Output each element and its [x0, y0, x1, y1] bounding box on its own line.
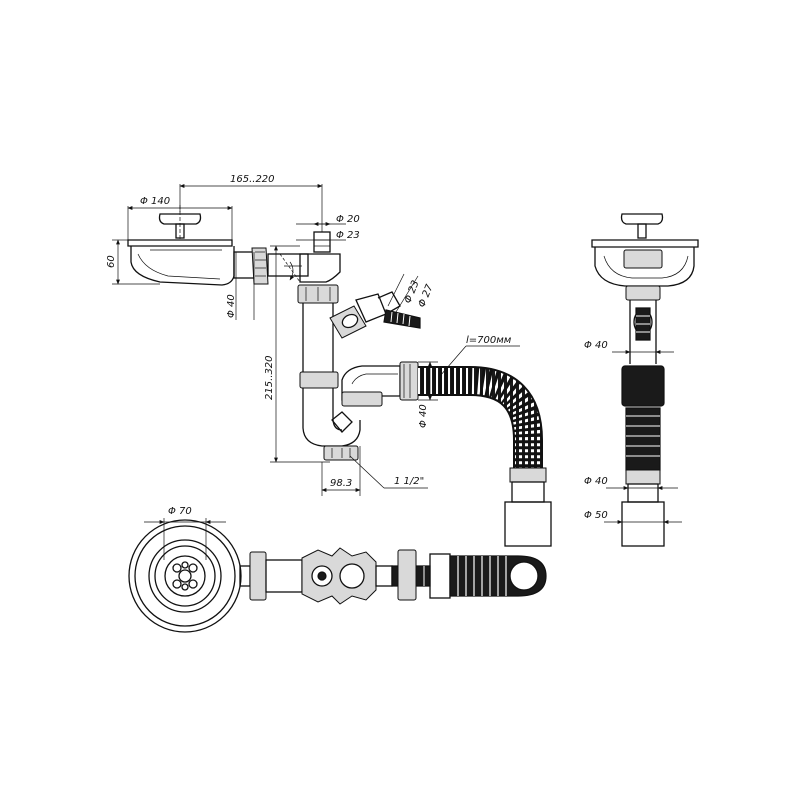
- corrugated-hose: [418, 366, 552, 547]
- label-60: 60: [106, 255, 117, 268]
- hose-plan: [429, 553, 547, 599]
- label-215-320: 215..320: [264, 355, 275, 400]
- upper-nut: [297, 284, 339, 304]
- outlet-elbow: [341, 361, 419, 407]
- label-d40-right-bottom: Φ 40: [584, 476, 608, 487]
- front-view: [127, 205, 552, 547]
- side-inlet-front: [329, 291, 421, 339]
- trap-side: [621, 249, 665, 547]
- sink-bowl-plan: [128, 519, 242, 633]
- pipe-plan: [239, 547, 431, 605]
- label-d50-right: Φ 50: [584, 510, 608, 521]
- overflow-nipple: [313, 231, 331, 253]
- label-d70: Φ 70: [168, 506, 192, 517]
- cleanout-nut: [323, 411, 359, 461]
- horizontal-pipe: [233, 247, 309, 285]
- label-d23: Φ 23: [336, 230, 360, 241]
- plan-view: [128, 519, 547, 633]
- sink-bowl-front: [127, 239, 235, 286]
- label-d20: Φ 20: [336, 214, 360, 225]
- side-view: [591, 213, 699, 547]
- dimension-lines: [112, 184, 682, 560]
- strainer-plug-front: [158, 205, 202, 240]
- label-165-220: 165..220: [230, 174, 275, 185]
- tee-body: [299, 253, 341, 283]
- label-d40-left: Φ 40: [226, 294, 237, 318]
- label-98-3: 98.3: [330, 478, 352, 489]
- dimension-labels: 165..220 Φ 140 Φ 20 Φ 23 60 Φ 40 215..32…: [106, 174, 608, 521]
- label-d140: Φ 140: [140, 196, 170, 207]
- label-d40-outlet: Φ 40: [418, 404, 429, 428]
- label-hose-length: l=700мм: [466, 335, 512, 346]
- label-d40-right-top: Φ 40: [584, 340, 608, 351]
- label-thread: 1 1/2": [394, 476, 424, 487]
